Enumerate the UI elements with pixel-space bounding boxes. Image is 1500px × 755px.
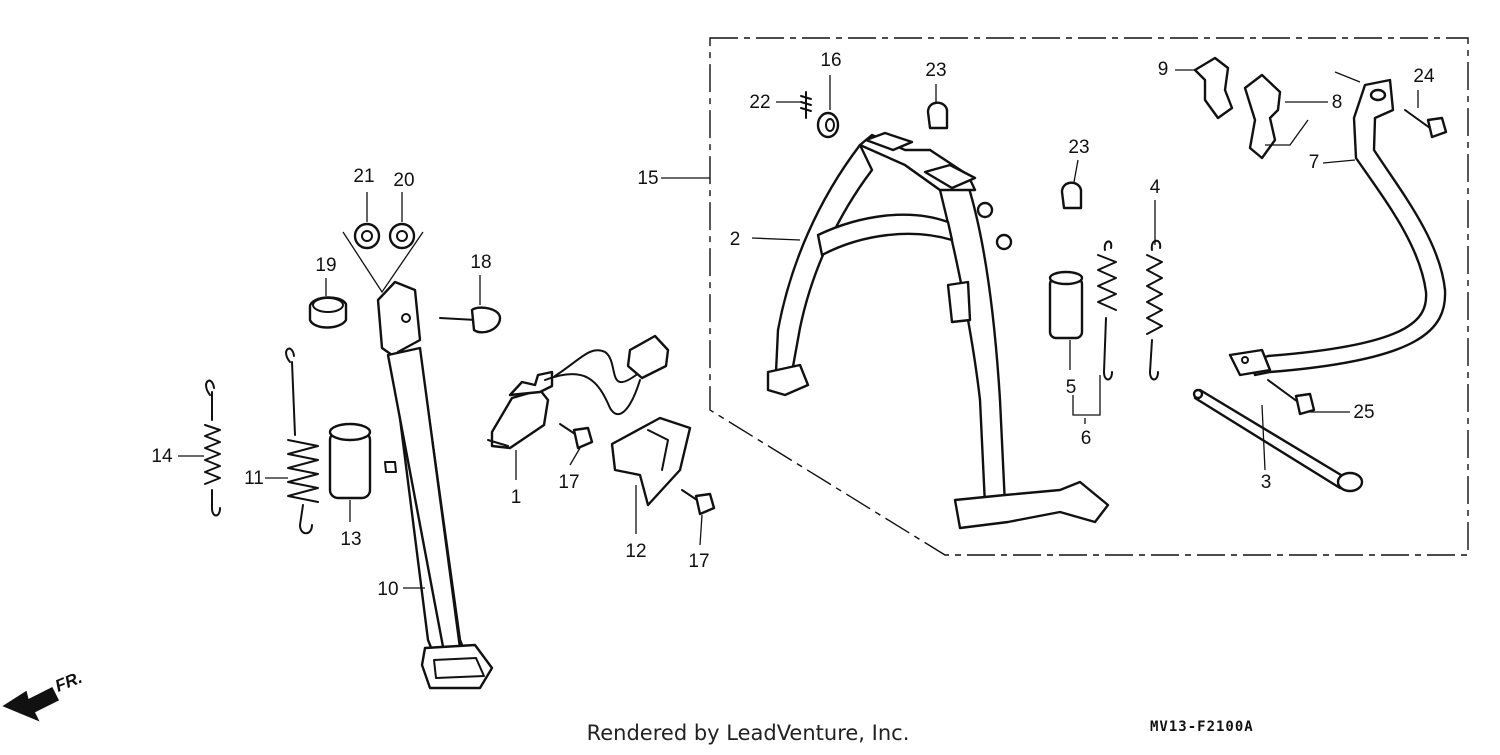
callout-20: 20 bbox=[393, 170, 414, 191]
side-stand bbox=[376, 280, 494, 690]
stand-springs bbox=[1048, 239, 1163, 381]
pivot-shaft bbox=[1192, 388, 1364, 493]
callout-9: 9 bbox=[1158, 59, 1169, 80]
callout-7: 7 bbox=[1309, 152, 1320, 173]
front-arrow-icon bbox=[2, 686, 60, 722]
front-label: FR. bbox=[52, 668, 85, 696]
callout-24: 24 bbox=[1413, 66, 1435, 87]
side-stand-hardware bbox=[204, 222, 502, 535]
callout-13: 13 bbox=[340, 529, 361, 550]
callout-3: 3 bbox=[1261, 472, 1272, 493]
callout-17a: 17 bbox=[558, 472, 579, 493]
callout-15: 15 bbox=[637, 168, 658, 189]
callout-16: 16 bbox=[820, 50, 841, 71]
callout-5: 5 bbox=[1066, 377, 1077, 398]
callout-11: 11 bbox=[244, 468, 264, 489]
small-hardware-frame bbox=[800, 91, 1448, 416]
callout-17b: 17 bbox=[688, 551, 709, 572]
callout-23a: 23 bbox=[925, 60, 946, 81]
callout-22: 22 bbox=[749, 92, 770, 113]
side-stand-switch bbox=[487, 334, 716, 516]
diagram-code: MV13-F2100A bbox=[1150, 719, 1254, 735]
front-direction-indicator: FR. bbox=[2, 668, 85, 722]
callout-21: 21 bbox=[353, 166, 374, 187]
callout-2: 2 bbox=[730, 229, 741, 250]
callout-23b: 23 bbox=[1068, 137, 1089, 158]
stand-arm bbox=[1193, 56, 1447, 377]
callout-6: 6 bbox=[1081, 428, 1092, 449]
callout-25: 25 bbox=[1353, 402, 1374, 423]
callout-8: 8 bbox=[1332, 92, 1343, 113]
footer-credit: Rendered by LeadVenture, Inc. bbox=[587, 721, 910, 745]
callout-12: 12 bbox=[625, 541, 646, 562]
callout-10: 10 bbox=[377, 579, 398, 600]
leader-lines bbox=[178, 69, 1419, 589]
callout-4: 4 bbox=[1150, 177, 1161, 198]
center-stand bbox=[766, 131, 1110, 530]
callout-1: 1 bbox=[511, 487, 522, 508]
callout-14: 14 bbox=[151, 446, 173, 467]
callout-18: 18 bbox=[470, 252, 491, 273]
callout-19: 19 bbox=[315, 255, 336, 276]
callout-labels: 1 2 3 4 5 6 7 8 9 10 11 12 13 14 15 16 1… bbox=[151, 50, 1435, 600]
assembly-frame bbox=[709, 37, 1469, 556]
